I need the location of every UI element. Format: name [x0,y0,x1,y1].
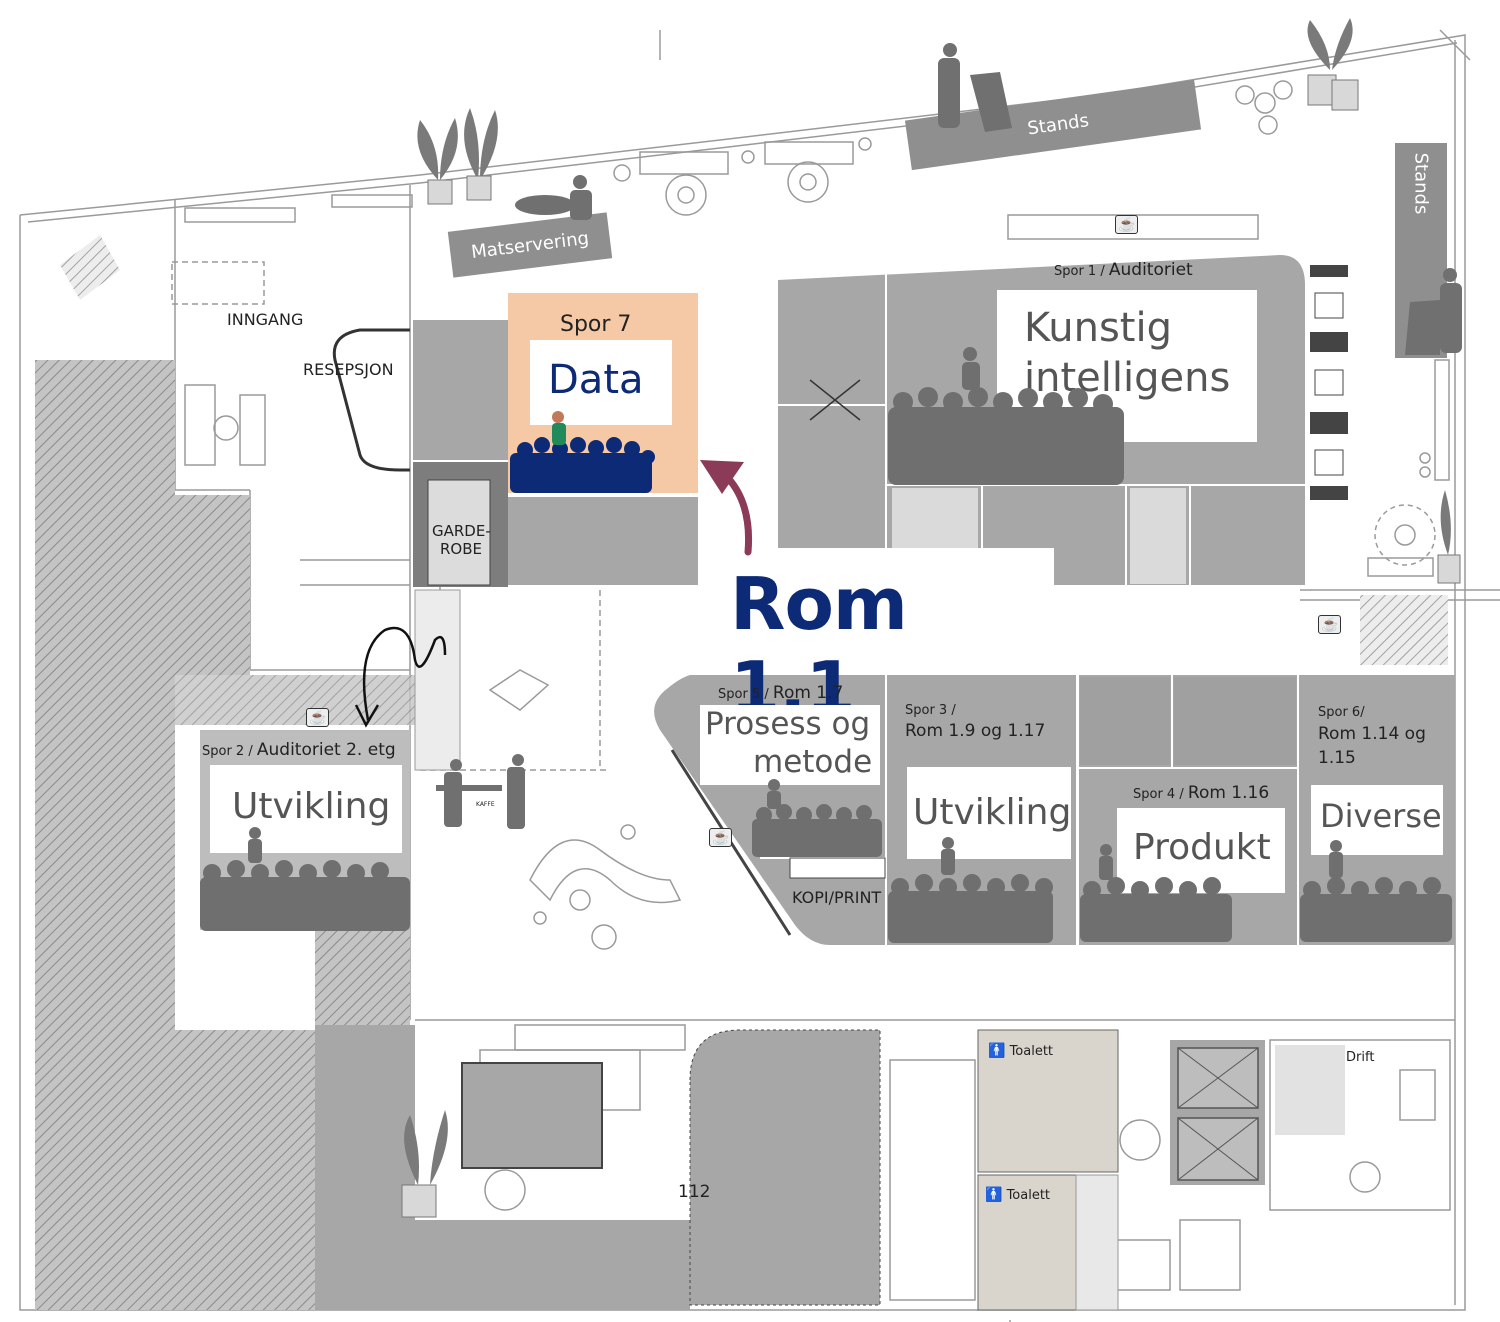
toalett-2: 🚹 Toalett [985,1187,1050,1203]
spor3-room: Rom 1.9 og 1.17 [905,721,1046,741]
spor6-title: Diverse [1320,797,1442,835]
garderobe-label-1: GARDE- [432,522,491,540]
toalett-1: 🚹 Toalett [988,1043,1053,1059]
spor7-tag: Spor 7 [560,312,632,337]
audience-spor2 [200,827,410,931]
toalett-1-label: Toalett [1009,1044,1054,1059]
spor1-separator: / [1100,264,1105,279]
resepsjon-label: RESEPSJON [303,360,394,379]
spor5-title-1: Prosess og [705,706,871,742]
coffee-cup-icon: ☕ [1318,615,1342,634]
toalett-2-label: Toalett [1006,1188,1051,1203]
spor5-title-box: Prosess og metode [700,705,880,785]
spor2-room: Auditoriet 2. etg [256,740,396,760]
inngang-label: INNGANG [227,310,304,329]
spor6-room-2: 1.15 [1318,748,1356,768]
coffee-cup-icon: ☕ [1115,215,1139,234]
audience-spor1 [888,347,1124,485]
spor3-title-box: Utvikling [907,767,1071,859]
spor6-tag: Spor 6/ [1318,705,1365,720]
garderobe-label-2: ROBE [440,540,482,558]
spor1-title-2: intelligens [1024,355,1231,401]
matservering-label: Matservering [469,227,591,263]
spor1-label: Spor 1 / Auditoriet [1054,260,1193,280]
audience-spor4 [1080,844,1232,942]
spor4-room: Rom 1.16 [1187,783,1270,803]
audience-spor5 [752,779,882,857]
spor2-separator: / [248,744,253,759]
spor6-room-1: Rom 1.14 og [1318,724,1426,744]
kaffe-label: KAFFE [476,801,495,808]
drift-label: Drift [1346,1050,1375,1065]
toilet-person-icon: 🚹 [985,1187,1003,1203]
spor5-label: Spor 5 / Rom 1.7 [718,683,843,703]
spor3-title: Utvikling [913,792,1072,833]
rom-1-1-callout: Rom 1.1 [700,548,1054,730]
spor5-title-2: metode [753,744,873,780]
room-112-label: 112 [678,1182,711,1202]
spor4-separator: / [1179,787,1184,802]
stands-right-sign: Stands [1395,143,1447,358]
kopi-print-label: KOPI/PRINT [792,888,882,907]
coffee-cup-icon: ☕ [306,708,330,727]
spor1-tag: Spor 1 [1054,264,1097,279]
spor5-room: Rom 1.7 [772,683,844,703]
spor4-title: Produkt [1133,827,1271,868]
spor2-title-box: Utvikling [210,765,402,853]
spor5-separator: / [764,687,769,702]
coffee-cup-icon: ☕ [709,828,733,847]
spor7-title: Data [548,357,644,403]
rom-1-1-label: Rom 1.1 [730,562,908,730]
spor2-tag: Spor 2 [202,744,245,759]
audience-spor3 [888,837,1053,943]
audience-spor6 [1300,840,1452,942]
spor4-tag: Spor 4 [1133,787,1176,802]
spor1-title-1: Kunstig [1024,305,1172,351]
stands-right-label: Stands [1410,152,1432,215]
audience-navy [510,411,655,493]
spor5-tag: Spor 5 [718,687,761,702]
toilet-person-icon: 🚹 [988,1043,1006,1059]
spor7-title-box: Data [530,340,672,425]
spor4-title-box: Produkt [1117,808,1285,893]
stands-top-label: Stands [1026,109,1091,139]
spor2-title: Utvikling [232,786,391,827]
spor3-tag: Spor 3 / [905,703,956,718]
spor1-room: Auditoriet [1108,260,1193,280]
spor2-label: Spor 2 / Auditoriet 2. etg [202,740,396,760]
spor6-title-box: Diverse [1311,785,1443,855]
spor4-label: Spor 4 / Rom 1.16 [1133,783,1269,803]
